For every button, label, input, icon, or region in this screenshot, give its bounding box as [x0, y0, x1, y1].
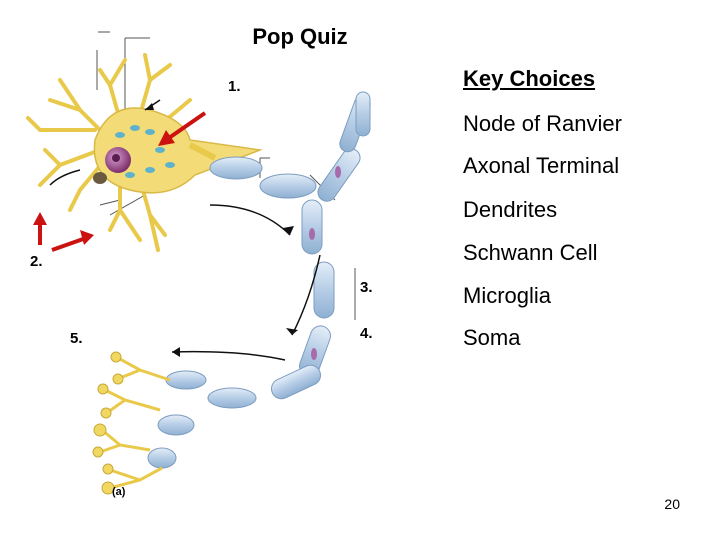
axon-terminals: [99, 356, 171, 490]
choice-node-of-ranvier: Node of Ranvier: [463, 111, 622, 136]
myelin-sheaths: [147, 91, 371, 469]
label-3: 3.: [360, 279, 373, 296]
choice-schwann-cell: Schwann Cell: [463, 240, 598, 265]
organelle: [93, 172, 107, 184]
label-2: 2.: [30, 253, 43, 270]
red-arrows: [33, 111, 207, 252]
key-choices-heading: Key Choices: [463, 66, 596, 91]
choice-dendrites: Dendrites: [463, 197, 558, 222]
flow-arrows: [49, 99, 321, 361]
choice-soma: Soma: [463, 325, 521, 350]
page-title: Pop Quiz: [252, 24, 348, 49]
schwann-nuclei: [309, 166, 341, 360]
page-number: 20: [664, 496, 680, 512]
label-5: 5.: [70, 330, 83, 347]
label-1: 1.: [228, 78, 241, 95]
choice-axonal-terminal: Axonal Terminal: [463, 153, 620, 178]
label-4: 4.: [360, 325, 373, 342]
figure-label: (a): [112, 486, 126, 498]
choice-microglia: Microglia: [463, 283, 552, 308]
